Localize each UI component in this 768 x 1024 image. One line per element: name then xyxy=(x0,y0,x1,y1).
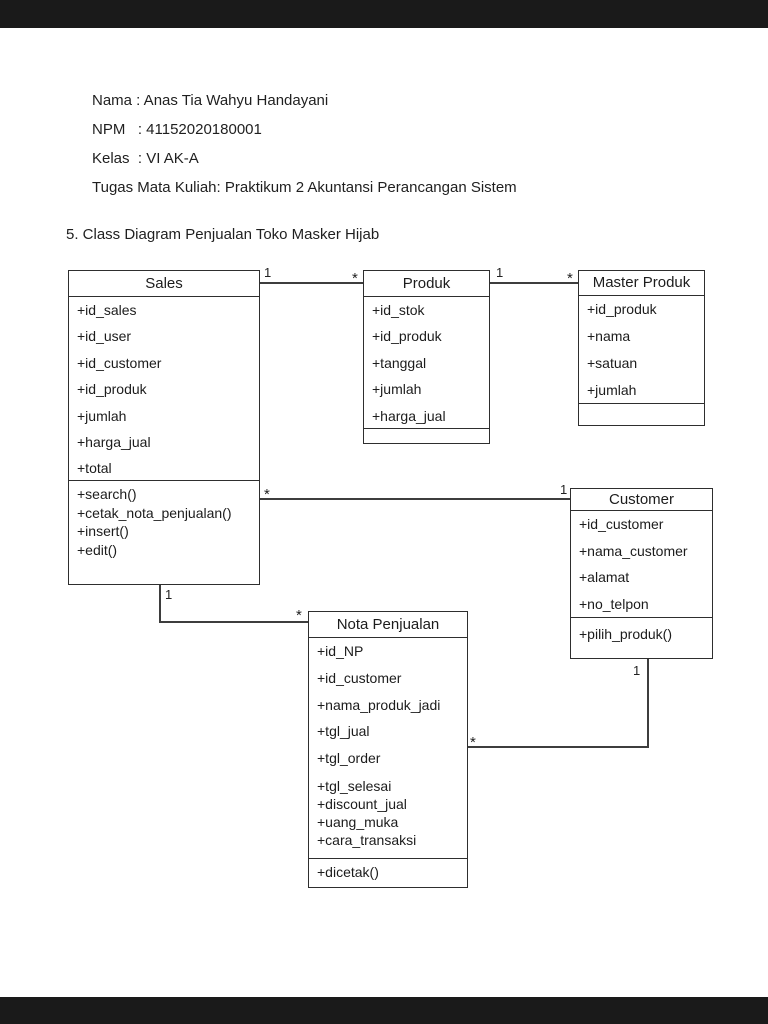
empty-methods-compartment xyxy=(364,429,489,440)
method-row: +edit() xyxy=(77,541,118,558)
attribute-row: +id_customer xyxy=(77,354,162,371)
cardinality-label: 1 xyxy=(633,663,641,678)
cardinality-label: * xyxy=(264,486,270,503)
relation-line-customer-nota-horizontal xyxy=(468,746,649,748)
attribute-row: +id_stok xyxy=(372,302,425,318)
attribute-row: +total xyxy=(77,460,112,477)
class-title-sales: Sales xyxy=(69,271,259,297)
attribute-row: +harga_jual xyxy=(372,407,446,424)
top-letterbox-bar xyxy=(0,0,768,28)
attribute-row: +nama xyxy=(587,328,631,344)
attribute-row: +alamat xyxy=(579,569,630,586)
class-box-customer: Customer +id_customer +nama_customer +al… xyxy=(570,488,713,659)
class-box-sales: Sales +id_sales +id_user +id_customer +i… xyxy=(68,270,260,585)
attribute-row: +jumlah xyxy=(77,407,127,424)
attribute-row: +tgl_jual xyxy=(317,723,370,740)
class-box-master-produk: Master Produk +id_produk +nama +satuan +… xyxy=(578,270,705,426)
attribute-row: +tgl_order xyxy=(317,750,381,767)
cardinality-label: 1 xyxy=(264,265,272,280)
attribute-row: +cara_transaksi xyxy=(317,831,417,848)
relation-line-sales-nota-vertical xyxy=(159,585,161,623)
class-title-nota-penjualan: Nota Penjualan xyxy=(309,612,467,638)
class-box-nota-penjualan: Nota Penjualan +id_NP +id_customer +nama… xyxy=(308,611,468,888)
relation-line-produk-masterproduk xyxy=(490,282,578,284)
cardinality-label: * xyxy=(567,270,573,287)
class-box-produk: Produk +id_stok +id_produk +tanggal +jum… xyxy=(363,270,490,444)
method-row: +dicetak() xyxy=(317,864,379,880)
section-title: 5. Class Diagram Penjualan Toko Masker H… xyxy=(66,226,380,243)
attribute-row: +nama_customer xyxy=(579,542,688,559)
class-title-master-produk: Master Produk xyxy=(579,271,704,296)
attribute-row: +id_customer xyxy=(317,669,402,686)
attribute-row: +satuan xyxy=(587,355,638,371)
method-row: +cetak_nota_penjualan() xyxy=(77,504,232,521)
cardinality-label: 1 xyxy=(560,482,568,497)
student-info: Nama : Anas Tia Wahyu Handayani NPM : 41… xyxy=(92,86,517,202)
attribute-row: +id_produk xyxy=(372,328,442,345)
assignment-line: Tugas Mata Kuliah: Praktikum 2 Akuntansi… xyxy=(92,179,517,196)
student-class-line: Kelas : VI AK-A xyxy=(92,150,199,167)
attribute-row: +discount_jual xyxy=(317,795,407,812)
attribute-row: +id_user xyxy=(77,328,132,345)
cardinality-label: * xyxy=(352,270,358,287)
attribute-row: +jumlah xyxy=(587,382,637,398)
cardinality-label: * xyxy=(470,734,476,751)
cardinality-label: 1 xyxy=(496,265,504,280)
relation-line-sales-customer xyxy=(260,498,570,500)
attribute-row: +id_sales xyxy=(77,302,137,318)
method-row: +search() xyxy=(77,486,137,502)
attribute-row: +jumlah xyxy=(372,381,422,398)
relation-line-customer-nota-vertical xyxy=(647,659,649,748)
attribute-row: +nama_produk_jadi xyxy=(317,696,441,713)
relation-line-sales-nota-horizontal xyxy=(159,621,308,623)
attribute-row: +id_NP xyxy=(317,643,364,659)
student-npm-line: NPM : 41152020180001 xyxy=(92,121,262,138)
attribute-row: +harga_jual xyxy=(77,434,151,451)
method-row: +insert() xyxy=(77,523,129,539)
attribute-row: +tgl_selesai xyxy=(317,777,392,794)
attribute-row: +id_produk xyxy=(77,381,147,398)
attribute-row: +tanggal xyxy=(372,354,427,371)
bottom-letterbox-bar xyxy=(0,997,768,1024)
cardinality-label: 1 xyxy=(165,587,173,602)
student-name-line: Nama : Anas Tia Wahyu Handayani xyxy=(92,92,329,109)
class-title-customer: Customer xyxy=(571,489,712,511)
attribute-row: +uang_muka xyxy=(317,813,399,830)
method-row: +pilih_produk() xyxy=(579,626,672,642)
class-title-produk: Produk xyxy=(364,271,489,297)
relation-line-sales-produk xyxy=(260,282,363,284)
cardinality-label: * xyxy=(296,607,302,624)
attribute-row: +id_customer xyxy=(579,516,664,532)
attribute-row: +id_produk xyxy=(587,301,657,317)
attribute-row: +no_telpon xyxy=(579,595,649,612)
empty-methods-compartment xyxy=(579,404,704,422)
